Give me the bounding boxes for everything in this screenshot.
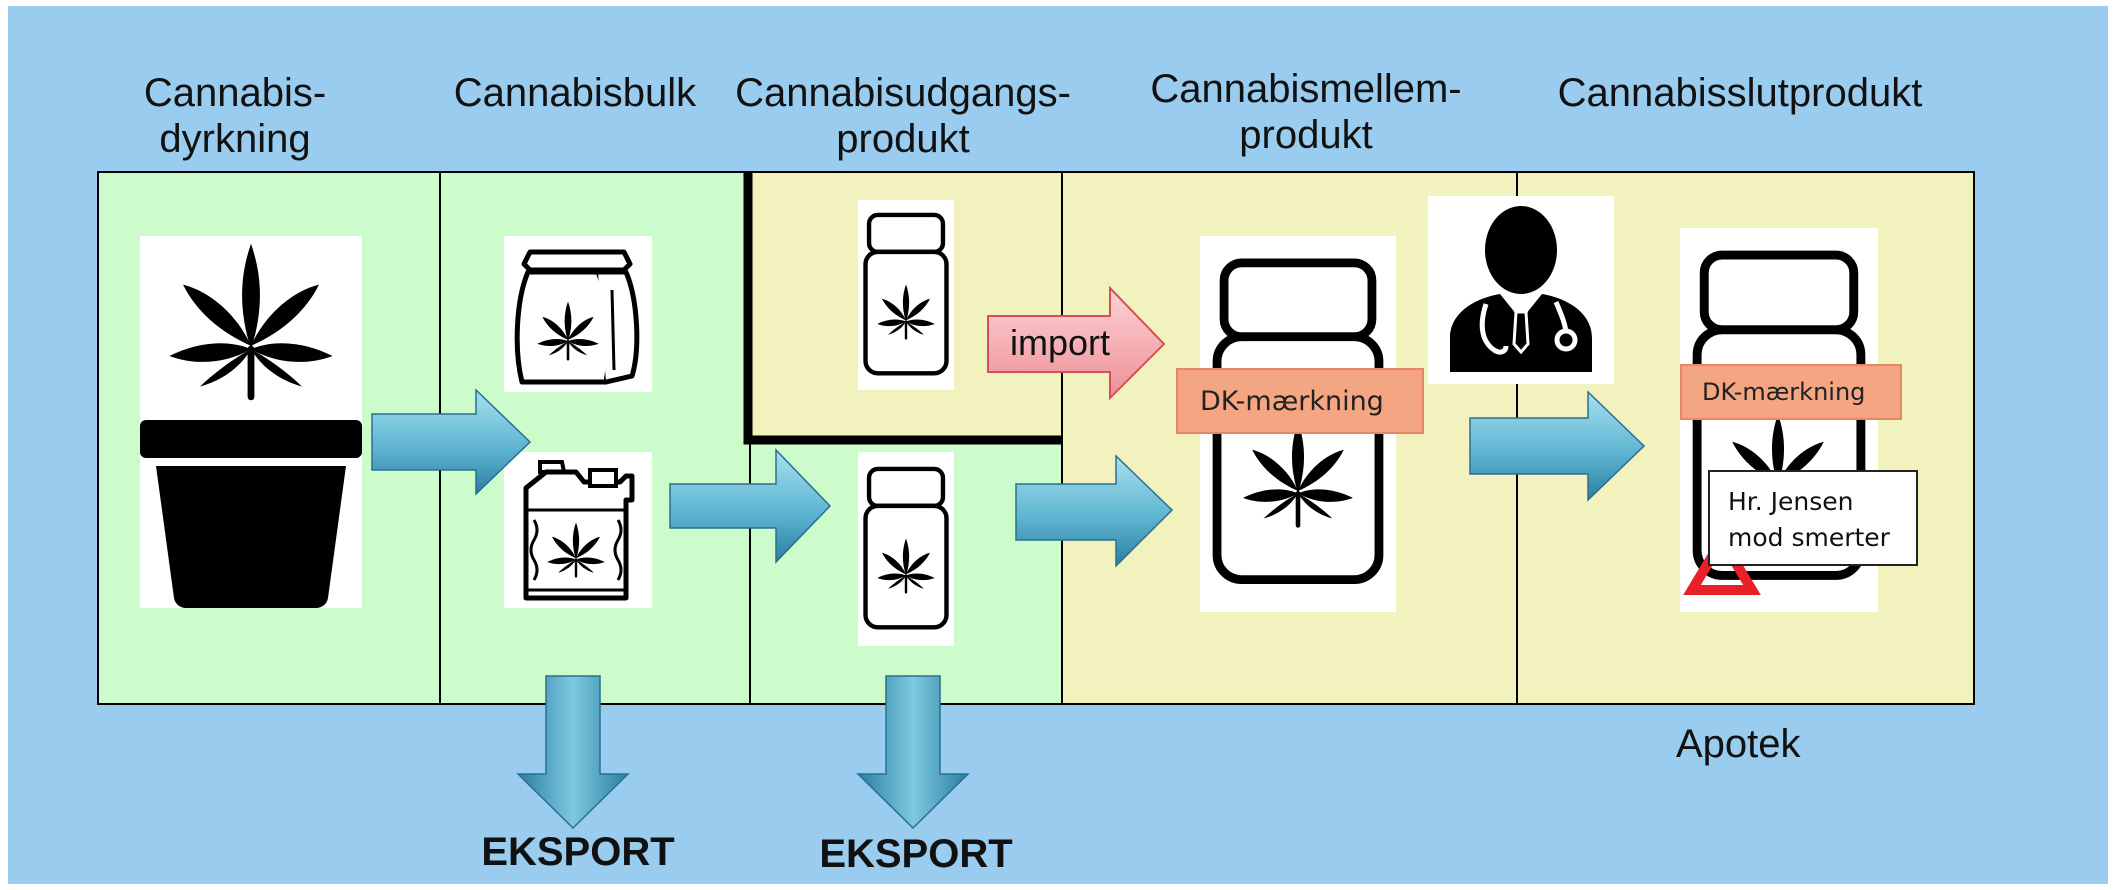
stage-header-bulk: Cannabisbulk [453,71,697,115]
stage-header-final-product: Cannabisslutprodukt [1557,71,1923,115]
stage-header-cultivation: Cannabis- dyrkning [143,71,327,161]
pharmacy-label: Apotek [1676,722,1801,766]
export-arrow [856,675,970,830]
cannabis-canister-icon [504,452,652,608]
export-label: EKSPORT [819,832,1013,876]
stage-header-intermediate-product: Cannabismellem- produkt [1150,67,1462,157]
export-label: EKSPORT [481,830,675,874]
cannabis-bottle-icon [858,200,954,390]
export-arrow [516,675,630,830]
import-boundary [743,172,1062,445]
flow-arrow [371,388,532,496]
dk-marking-label: DK-mærkning [1680,364,1902,420]
flow-arrow [1015,454,1174,568]
cannabis-bag-icon [504,236,652,392]
cannabis-bottle-icon [858,452,954,646]
import-label: import [1010,322,1111,363]
flow-arrow [1469,390,1646,502]
flow-arrow [669,448,832,564]
patient-label: Hr. Jensen mod smerter [1708,470,1918,566]
dk-marking-label: DK-mærkning [1176,368,1424,434]
import-arrow [987,285,1166,401]
cannabis-plant-pot-icon [140,236,362,608]
doctor-icon [1428,196,1614,384]
stage-header-starting-product: Cannabisudgangs- produkt [735,71,1071,161]
